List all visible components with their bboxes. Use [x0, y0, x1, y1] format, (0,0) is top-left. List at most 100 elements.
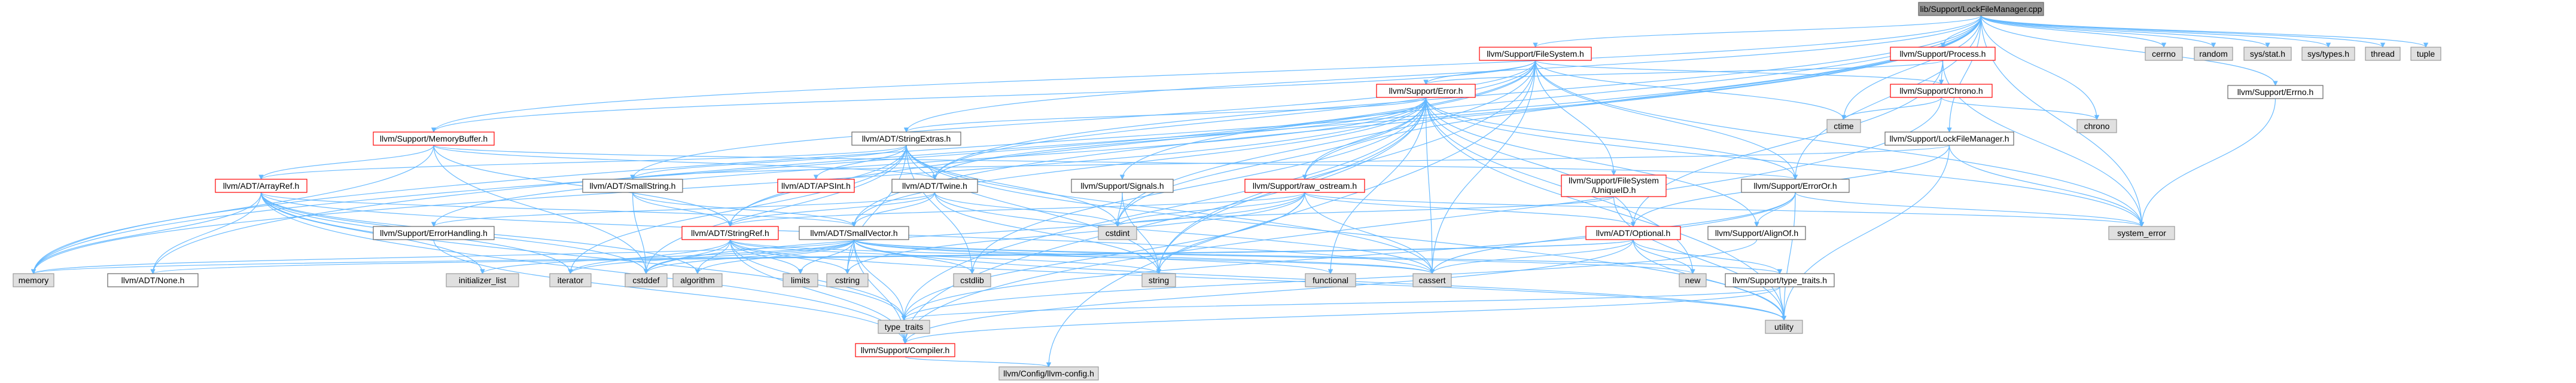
- node-box-cstring: [826, 273, 869, 287]
- edge-optional-to-new: [1633, 239, 1695, 274]
- edge-smallvec-to-cassert: [853, 239, 1435, 274]
- node-strext[interactable]: llvm/ADT/StringExtras.h: [851, 131, 961, 146]
- edge-strext-to-arrayref: [258, 145, 907, 180]
- node-limits: limits: [782, 273, 818, 287]
- edge-rawos-to-type_traits: [901, 192, 1305, 321]
- edge-stringref-to-iterator: [568, 239, 731, 274]
- edge-arrayref-to-memory: [31, 192, 262, 274]
- node-label-uniqueid: llvm/Support/FileSystem/UniqueID.h: [1569, 176, 1659, 195]
- node-random: random: [2194, 47, 2233, 61]
- edge-error-to-cstdint: [1115, 97, 1427, 227]
- node-string: string: [1141, 273, 1176, 287]
- node-label-apsint: llvm/ADT/APSInt.h: [781, 181, 851, 191]
- edge-stringref-to-string: [729, 239, 1162, 274]
- edge-lfm-to-smallstr: [630, 145, 1950, 180]
- node-errno[interactable]: llvm/Support/Errno.h: [2227, 85, 2324, 99]
- edge-root-to-errno: [1980, 15, 2278, 86]
- edge-root-to-systypes: [1980, 15, 2331, 48]
- edge-membuf-to-erroror: [433, 145, 1798, 180]
- node-label-algorithm: algorithm: [680, 275, 715, 285]
- node-box-ctime: [1826, 119, 1861, 133]
- node-uniqueid[interactable]: llvm/Support/FileSystem/UniqueID.h: [1561, 174, 1667, 197]
- node-cstdlib: cstdlib: [953, 273, 991, 287]
- node-label-lfm: llvm/Support/LockFileManager.h: [1890, 134, 2009, 143]
- dependency-nodes: lib/Support/LockFileManager.cpp llvm/Supp…: [13, 2, 2441, 381]
- node-typetraits[interactable]: llvm/Support/type_traits.h: [1725, 273, 1835, 287]
- edge-fs-to-string: [1156, 60, 1536, 274]
- node-fs[interactable]: llvm/Support/FileSystem.h: [1479, 47, 1592, 61]
- node-rawos[interactable]: llvm/Support/raw_ostream.h: [1244, 179, 1365, 193]
- node-box-erroror: [1741, 179, 1850, 193]
- node-label-new: new: [1685, 275, 1701, 285]
- node-box-cstddef: [625, 273, 668, 287]
- edge-error-to-erroror: [1425, 97, 1798, 180]
- edge-fs-to-memory: [31, 60, 1536, 274]
- edge-chrono_h-to-chrono: [1941, 97, 2100, 120]
- node-errhandling[interactable]: llvm/Support/ErrorHandling.h: [373, 226, 495, 240]
- node-error[interactable]: llvm/Support/Error.h: [1376, 84, 1476, 98]
- edge-root-to-random: [1980, 15, 2216, 48]
- node-label-random: random: [2199, 49, 2227, 59]
- edge-optional-to-utility: [1633, 239, 1787, 321]
- node-membuf[interactable]: llvm/Support/MemoryBuffer.h: [373, 131, 495, 146]
- node-label-erroror: llvm/Support/ErrorOr.h: [1753, 181, 1837, 191]
- node-box-optional: [1585, 226, 1681, 240]
- node-tuple: tuple: [2410, 47, 2441, 61]
- node-alignof[interactable]: llvm/Support/AlignOf.h: [1707, 226, 1806, 240]
- node-none[interactable]: llvm/ADT/None.h: [107, 273, 199, 287]
- node-erroror[interactable]: llvm/Support/ErrorOr.h: [1741, 179, 1850, 193]
- node-label-strext: llvm/ADT/StringExtras.h: [862, 134, 951, 143]
- node-chrono_h[interactable]: llvm/Support/Chrono.h: [1890, 84, 1993, 98]
- edge-stringref-to-cstddef: [643, 239, 731, 274]
- node-box-iterator: [549, 273, 592, 287]
- edge-optional-to-cassert: [1429, 239, 1634, 274]
- node-label-cstdint: cstdint: [1106, 228, 1130, 238]
- edge-chrono_h-to-compiler: [902, 97, 1942, 344]
- edge-root-to-signals: [1119, 15, 1982, 180]
- node-label-arrayref: llvm/ADT/ArrayRef.h: [223, 181, 300, 191]
- edge-stringref-to-cassert: [729, 239, 1435, 274]
- node-label-tuple: tuple: [2417, 49, 2435, 59]
- edge-stringref-to-utility: [729, 239, 1787, 321]
- edge-fs-to-erroror: [1534, 60, 1798, 180]
- node-syserror: system_error: [2108, 226, 2175, 240]
- edge-arrayref-to-type_traits: [260, 192, 907, 321]
- node-arrayref[interactable]: llvm/ADT/ArrayRef.h: [215, 179, 307, 193]
- node-signals[interactable]: llvm/Support/Signals.h: [1071, 179, 1174, 193]
- node-box-errno: [2227, 85, 2324, 99]
- node-twine[interactable]: llvm/ADT/Twine.h: [891, 179, 978, 193]
- edge-signals-to-string: [1122, 192, 1162, 274]
- edge-root-to-thread: [1980, 15, 2386, 48]
- node-root[interactable]: lib/Support/LockFileManager.cpp: [1918, 2, 2044, 16]
- edge-strext-to-cstdlib: [906, 145, 975, 274]
- node-box-uniqueid: [1561, 174, 1667, 197]
- node-label-limits: limits: [791, 275, 810, 285]
- node-type_traits: type_traits: [878, 320, 930, 334]
- node-box-chrono_h: [1890, 84, 1993, 98]
- node-apsint[interactable]: llvm/ADT/APSInt.h: [777, 179, 855, 193]
- node-box-smallvec: [799, 226, 909, 240]
- node-llvmconfig: llvm/Config/llvm-config.h: [998, 366, 1099, 381]
- node-label-twine: llvm/ADT/Twine.h: [902, 181, 967, 191]
- node-lfm[interactable]: llvm/Support/LockFileManager.h: [1884, 131, 2014, 146]
- node-stringref[interactable]: llvm/ADT/StringRef.h: [681, 226, 779, 240]
- node-compiler[interactable]: llvm/Support/Compiler.h: [855, 343, 955, 357]
- node-box-llvmconfig: [998, 366, 1099, 381]
- edge-smallvec-to-memory: [31, 239, 855, 274]
- node-utility: utility: [1765, 320, 1803, 334]
- node-process[interactable]: llvm/Support/Process.h: [1890, 47, 1996, 61]
- node-label-optional: llvm/ADT/Optional.h: [1596, 228, 1670, 238]
- edge-stringref-to-limits: [729, 239, 803, 274]
- node-chrono: chrono: [2076, 119, 2117, 133]
- node-label-iterator: iterator: [558, 275, 584, 285]
- edge-root-to-syserror: [1980, 15, 2145, 227]
- node-label-stringref: llvm/ADT/StringRef.h: [691, 228, 769, 238]
- edge-smallvec-to-typetraits: [853, 239, 1782, 274]
- node-label-cstdlib: cstdlib: [960, 275, 984, 285]
- node-smallstr[interactable]: llvm/ADT/SmallString.h: [582, 179, 683, 193]
- node-box-rawos: [1244, 179, 1365, 193]
- node-optional[interactable]: llvm/ADT/Optional.h: [1585, 226, 1681, 240]
- node-smallvec[interactable]: llvm/ADT/SmallVector.h: [799, 226, 909, 240]
- node-box-apsint: [777, 179, 855, 193]
- edge-fs-to-uniqueid: [1534, 60, 1616, 176]
